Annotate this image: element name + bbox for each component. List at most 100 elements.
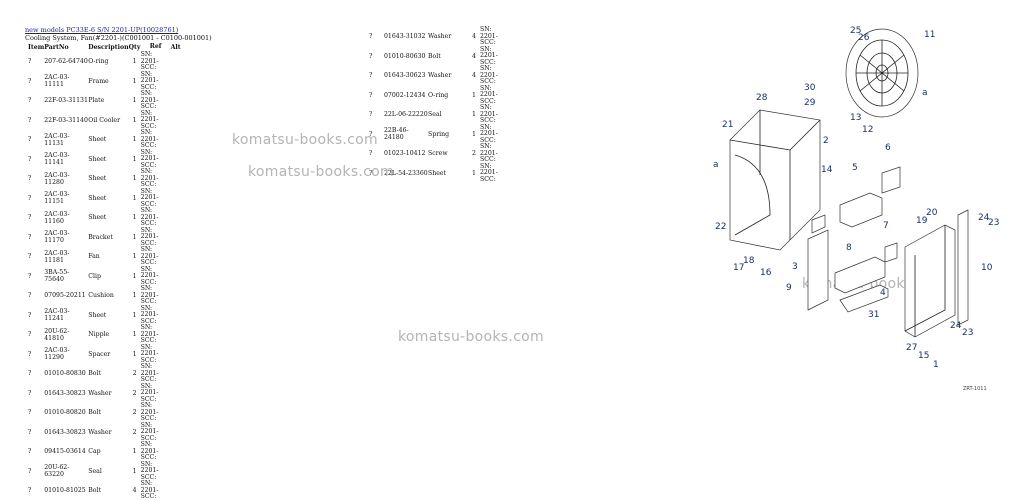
- item-cell: ?: [28, 58, 32, 66]
- alt-cell: [171, 306, 181, 326]
- partno-cell: 2AC-03-11181: [44, 249, 70, 264]
- ref-cell: SN: 2201-SCC:: [140, 285, 159, 305]
- alt-cell: [171, 208, 181, 228]
- ref-cell: SN: 2201-SCC:: [480, 123, 498, 144]
- qty-cell: 1: [132, 175, 137, 183]
- item-cell: ?: [369, 150, 373, 158]
- model-link[interactable]: new models PC33E-6 S/N 2201-UP(10028761): [25, 26, 179, 34]
- item-cell: ?: [28, 136, 32, 144]
- callout-label: 6: [885, 143, 891, 153]
- ref-cell: SN: 2201-SCC:: [140, 324, 159, 344]
- qty-cell: 1: [132, 116, 137, 124]
- item-cell: ?: [369, 111, 373, 119]
- sheet-parts: [807, 166, 901, 313]
- oil-cooler-part: [904, 209, 969, 338]
- diagram-code: ZRT-1011: [963, 386, 987, 392]
- description-cell: Screw: [428, 150, 448, 158]
- item-cell: ?: [28, 487, 32, 495]
- item-cell: ?: [28, 311, 32, 319]
- item-cell: ?: [369, 91, 373, 99]
- partno-cell: 20U-62-63220: [44, 464, 70, 479]
- callout-label: 19: [916, 216, 928, 226]
- item-cell: ?: [28, 77, 32, 85]
- partno-cell: 2AC-03-11160: [44, 210, 70, 225]
- qty-cell: 4: [472, 52, 476, 60]
- table-header-row: Item PartNo Description Qty Ref Alt: [25, 42, 181, 52]
- ref-cell: SN: 2201-SCC:: [140, 207, 159, 227]
- qty-cell: 4: [472, 33, 476, 41]
- partno-cell: 2AC-03-11111: [44, 74, 70, 89]
- partno-cell: 07002-12434: [384, 91, 426, 99]
- partno-cell: 01643-31032: [384, 33, 426, 41]
- qty-cell: 4: [132, 487, 137, 495]
- ref-cell: SN: 2201-SCC:: [480, 84, 498, 105]
- qty-cell: 1: [472, 91, 476, 99]
- alt-cell: [171, 403, 181, 423]
- col-partno: PartNo: [44, 43, 69, 51]
- description-cell: Bolt: [88, 487, 101, 495]
- partno-cell: 3BA-55-75640: [44, 269, 70, 284]
- item-cell: ?: [369, 33, 373, 41]
- description-cell: Plate: [88, 97, 105, 105]
- ref-cell: SN: 2201-SCC:: [480, 26, 498, 46]
- item-cell: ?: [369, 52, 373, 60]
- alt-cell: [171, 267, 181, 287]
- ref-cell: SN: 2201-SCC:: [140, 51, 159, 71]
- description-cell: Bolt: [428, 52, 441, 60]
- item-cell: ?: [28, 253, 32, 261]
- callout-label: 15: [918, 351, 929, 361]
- partno-cell: 01010-80820: [44, 409, 86, 417]
- item-cell: ?: [28, 214, 32, 222]
- description-cell: Seal: [88, 467, 102, 475]
- description-cell: Washer: [428, 72, 452, 80]
- qty-cell: 1: [132, 214, 137, 222]
- ref-cell: SN: 2201-SCC:: [480, 104, 498, 124]
- description-cell: Frame: [88, 77, 109, 85]
- callout-label: 14: [821, 165, 833, 175]
- description-cell: Clip: [88, 272, 101, 280]
- description-cell: Sheet: [88, 155, 107, 163]
- partno-cell: 2AC-03-11290: [44, 347, 70, 362]
- callout-label: 4: [880, 288, 886, 298]
- description-cell: Cap: [88, 448, 101, 456]
- qty-cell: 1: [132, 467, 137, 475]
- qty-cell: 1: [472, 169, 476, 177]
- parts-table-left: Item PartNo Description Qty Ref Alt ?207…: [25, 42, 181, 501]
- ref-cell: SN: 2201-SCC:: [480, 143, 498, 163]
- item-cell: ?: [28, 175, 32, 183]
- callout-label: 27: [906, 343, 917, 353]
- callout-label: 22: [715, 222, 726, 232]
- partno-cell: 22B-46-24180: [384, 127, 409, 142]
- description-cell: Washer: [428, 33, 452, 41]
- item-cell: ?: [28, 389, 32, 397]
- partno-cell: 01643-30823: [44, 389, 86, 397]
- description-cell: Bracket: [88, 233, 113, 241]
- description-cell: Sheet: [88, 214, 107, 222]
- item-cell: ?: [28, 428, 32, 436]
- partno-cell: 2AC-03-11241: [44, 308, 70, 323]
- callout-label: 23: [962, 328, 973, 338]
- item-cell: ?: [28, 331, 32, 339]
- ref-cell: SN: 2201-SCC:: [140, 246, 159, 266]
- item-cell: ?: [28, 467, 32, 475]
- col-description: Description: [88, 43, 129, 51]
- item-cell: ?: [28, 448, 32, 456]
- partno-cell: 2AC-03-11280: [44, 171, 70, 186]
- description-cell: Sheet: [88, 194, 107, 202]
- qty-cell: 1: [132, 311, 137, 319]
- ref-cell: SN: 2201-SCC:: [140, 129, 159, 149]
- partno-cell: 07095-20211: [44, 292, 86, 300]
- qty-cell: 4: [472, 72, 476, 80]
